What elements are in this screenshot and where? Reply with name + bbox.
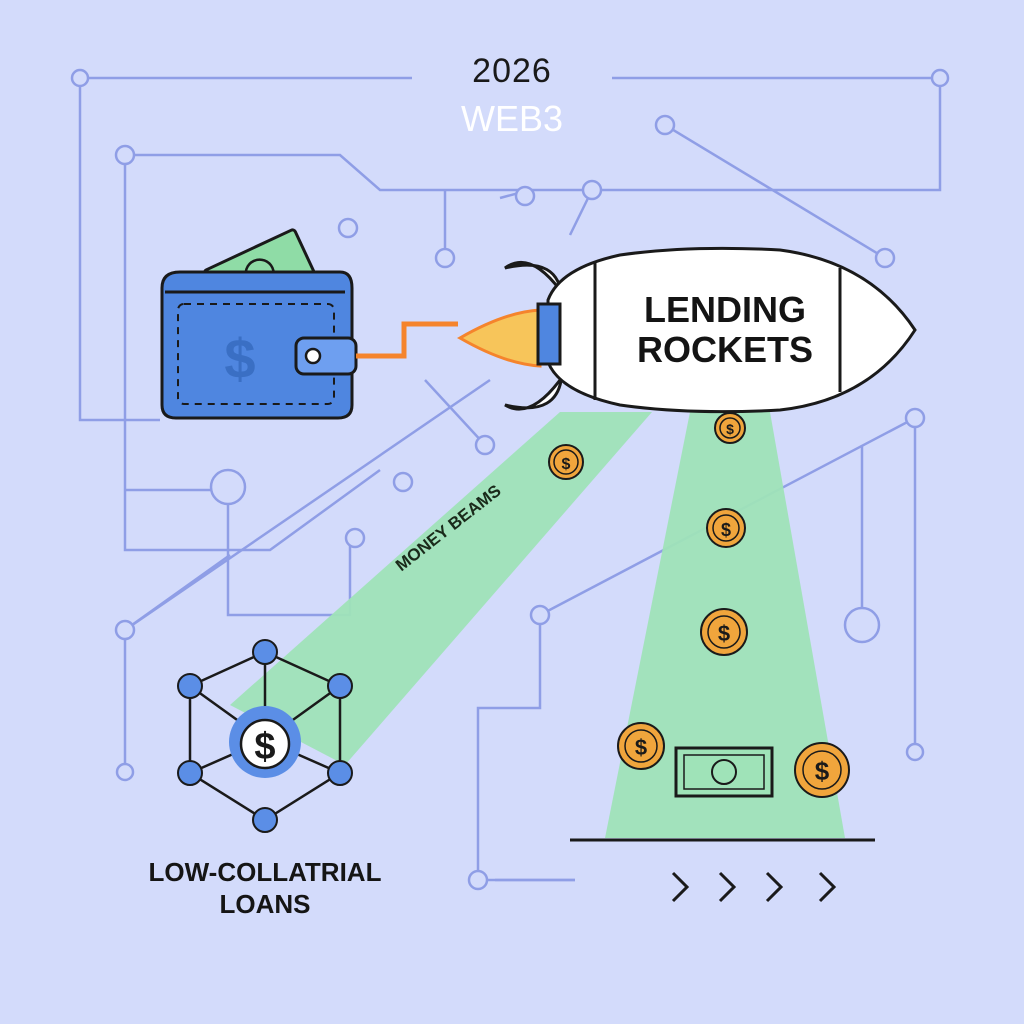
wallet-icon: $ (160, 228, 358, 420)
coins: $ $ $ $ $ $ (548, 412, 850, 798)
subtitle-label: WEB3 (460, 98, 564, 139)
chevron-right-icon (765, 871, 784, 903)
year-label: 2026 (472, 52, 552, 90)
network-nodes (177, 639, 353, 833)
svg-text:$: $ (721, 520, 731, 540)
flame-icon (457, 308, 542, 368)
svg-text:$: $ (562, 456, 571, 473)
svg-text:$: $ (635, 735, 647, 760)
svg-text:$: $ (815, 756, 830, 786)
rocket-label: LENDING ROCKETS (636, 289, 813, 370)
circuit-nodes (70, 68, 950, 891)
coin-icon: $ (617, 722, 665, 770)
chevron-right-icon (718, 871, 737, 903)
svg-text:$: $ (254, 726, 275, 768)
network-coin-icon: $ (229, 706, 301, 778)
chevron-right-icon (818, 871, 837, 903)
chevrons (671, 871, 837, 903)
svg-text:$: $ (224, 327, 255, 390)
coin-icon: $ (706, 508, 746, 548)
chevron-right-icon (671, 871, 690, 903)
dollar-bill-icon (674, 746, 774, 798)
loans-label: LOW-COLLATRIAL LOANS (148, 857, 382, 919)
coin-icon: $ (714, 412, 746, 444)
coin-icon: $ (700, 608, 748, 656)
svg-text:$: $ (718, 621, 730, 646)
circuit-lines (78, 76, 942, 882)
coin-icon: $ (548, 444, 584, 480)
rocket-icon (457, 246, 917, 414)
wallet-connector (356, 321, 458, 359)
svg-text:$: $ (726, 421, 734, 437)
coin-icon: $ (794, 742, 850, 798)
